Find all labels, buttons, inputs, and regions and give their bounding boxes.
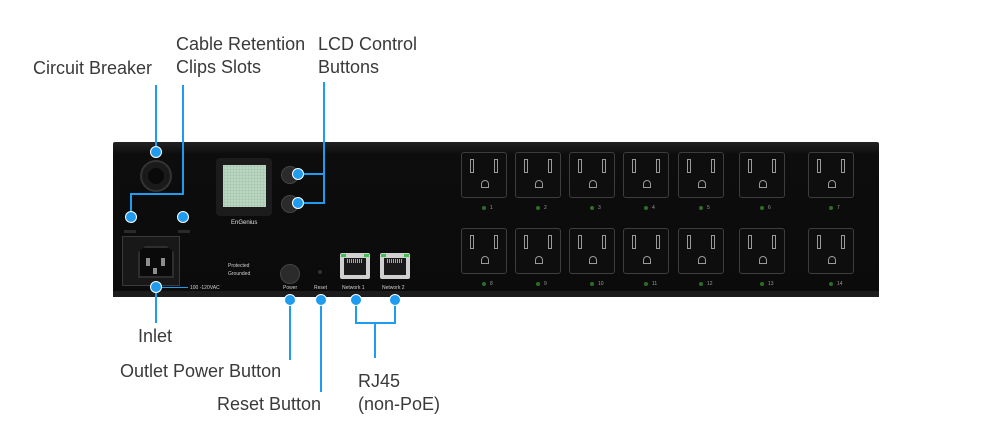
outlet-led-2 (536, 206, 540, 210)
label-rj45-line2: (non-PoE) (358, 394, 441, 414)
outlet-5 (678, 152, 724, 198)
network-1-label: Network 1 (342, 285, 365, 291)
outlet-number-14: 14 (837, 281, 843, 287)
outlet-12 (678, 228, 724, 274)
outlet-led-6 (760, 206, 764, 210)
retention-slot-left (124, 230, 136, 233)
outlet-number-8: 8 (490, 281, 493, 287)
outlet-led-7 (829, 206, 833, 210)
outlet-4 (623, 152, 669, 198)
outlet-led-3 (590, 206, 594, 210)
outlet-led-12 (699, 282, 703, 286)
power-label: Power (283, 285, 298, 291)
leader-rj45-left (355, 300, 357, 323)
label-cable-retention-line1: Cable Retention (176, 34, 306, 54)
outlet-led-1 (482, 206, 486, 210)
marker-lcd-up (292, 168, 304, 180)
leader-cable-retention-vertical (182, 85, 184, 195)
label-outlet-power-button: Outlet Power Button (120, 361, 282, 381)
marker-rj45-2 (389, 294, 401, 306)
label-rj45: RJ45 (non-PoE) (358, 370, 440, 416)
outlet-number-4: 4 (652, 205, 655, 211)
marker-inlet (150, 281, 162, 293)
leader-reset (320, 300, 322, 392)
outlet-number-3: 3 (598, 205, 601, 211)
reset-button[interactable] (318, 270, 322, 274)
inlet-pin-2 (161, 258, 165, 266)
protected-label: Protected (228, 263, 250, 269)
label-lcd-control-line2: Buttons (318, 57, 380, 77)
leader-inlet (155, 288, 157, 323)
outlet-number-5: 5 (707, 205, 710, 211)
marker-retention-left (125, 211, 137, 223)
retention-slot-right (178, 230, 190, 233)
outlet-13 (739, 228, 785, 274)
outlet-number-1: 1 (490, 205, 493, 211)
outlet-number-9: 9 (544, 281, 547, 287)
outlet-power-button[interactable] (280, 264, 300, 284)
outlet-led-5 (699, 206, 703, 210)
outlet-9 (515, 228, 561, 274)
outlet-led-14 (829, 282, 833, 286)
inlet-pin-1 (146, 258, 150, 266)
brand-logo: EnGenius (231, 220, 258, 226)
lcd-screen (223, 165, 266, 207)
leader-cable-retention-left-drop (130, 193, 132, 213)
outlet-14 (808, 228, 854, 274)
marker-circuit-breaker (150, 146, 162, 158)
leader-lcd-bottom (297, 202, 325, 204)
network-2-label: Network 2 (382, 285, 405, 291)
label-lcd-control-line1: LCD Control (318, 34, 418, 54)
leader-rj45-right (394, 300, 396, 323)
outlet-10 (569, 228, 615, 274)
circuit-breaker-knob (148, 168, 164, 184)
marker-lcd-down (292, 197, 304, 209)
marker-outlet-power (284, 294, 296, 306)
outlet-number-13: 13 (768, 281, 774, 287)
outlet-led-11 (644, 282, 648, 286)
outlet-led-8 (482, 282, 486, 286)
outlet-3 (569, 152, 615, 198)
label-rj45-line1: RJ45 (358, 371, 401, 391)
marker-rj45-1 (350, 294, 362, 306)
leader-cable-retention-horizontal (130, 193, 184, 195)
outlet-7 (808, 152, 854, 198)
label-circuit-breaker: Circuit Breaker (33, 58, 153, 78)
outlet-number-12: 12 (707, 281, 713, 287)
leader-inlet-voltage (160, 287, 188, 288)
outlet-led-10 (590, 282, 594, 286)
leader-lcd-top (297, 173, 325, 175)
outlet-number-7: 7 (837, 205, 840, 211)
rj45-port-network-1[interactable] (340, 253, 370, 279)
marker-reset (315, 294, 327, 306)
label-inlet: Inlet (138, 326, 173, 346)
inlet-pin-3 (153, 268, 157, 274)
outlet-6 (739, 152, 785, 198)
voltage-rating: 100 -120VAC (190, 285, 220, 291)
rj45-port-network-2[interactable] (380, 253, 410, 279)
pdu-bottom-edge (113, 291, 879, 297)
label-cable-retention: Cable Retention Clips Slots (176, 33, 305, 79)
outlet-1 (461, 152, 507, 198)
outlet-number-2: 2 (544, 205, 547, 211)
label-lcd-control: LCD Control Buttons (318, 33, 417, 79)
label-reset-button: Reset Button (217, 394, 322, 414)
outlet-number-6: 6 (768, 205, 771, 211)
marker-retention-right (177, 211, 189, 223)
leader-circuit-breaker (155, 85, 157, 152)
outlet-8 (461, 228, 507, 274)
outlet-led-9 (536, 282, 540, 286)
outlet-11 (623, 228, 669, 274)
grounded-label: Grounded (228, 271, 251, 277)
leader-outlet-power (289, 300, 291, 360)
label-cable-retention-line2: Clips Slots (176, 57, 262, 77)
outlet-number-10: 10 (598, 281, 604, 287)
outlet-led-4 (644, 206, 648, 210)
outlet-led-13 (760, 282, 764, 286)
reset-label: Reset (314, 285, 328, 291)
outlet-number-11: 11 (652, 281, 658, 287)
outlet-2 (515, 152, 561, 198)
leader-rj45-down (374, 322, 376, 358)
leader-lcd-vertical (323, 82, 325, 204)
